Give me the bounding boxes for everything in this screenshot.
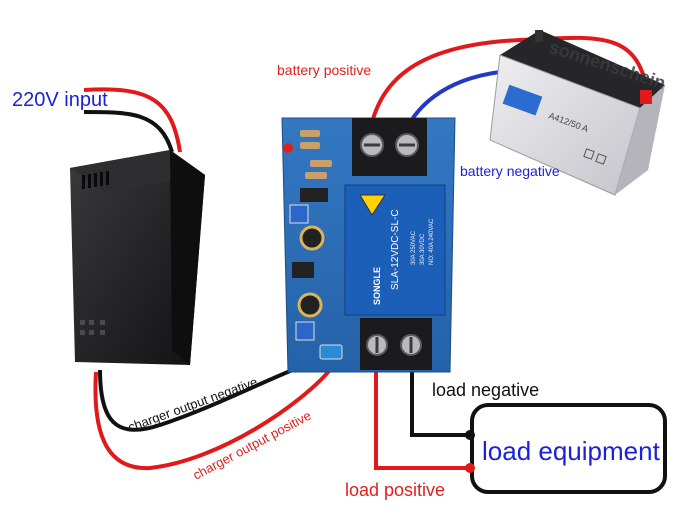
relay: SLA-12VDC-SL-C 30A 250VAC 30A 30VDC NO: … bbox=[344, 184, 446, 316]
relay-rating-3: NO: 40A 240VAC bbox=[429, 218, 435, 265]
relay-rating-2: 30A 30VDC bbox=[420, 233, 426, 265]
capacitor-1 bbox=[299, 225, 325, 251]
status-led bbox=[283, 143, 293, 153]
charger-adapter bbox=[70, 150, 205, 365]
label-load-negative: load negative bbox=[432, 380, 539, 400]
load-terminal-block bbox=[360, 318, 432, 370]
battery-warning-icons bbox=[583, 148, 607, 165]
charger-output-negative-wire bbox=[98, 358, 319, 432]
capacitor-2 bbox=[297, 292, 323, 318]
mains-wire-red bbox=[83, 87, 182, 153]
load-equipment-box bbox=[470, 403, 667, 494]
relay-rating-1: 30A 250VAC bbox=[411, 230, 417, 265]
label-220v-input: 220V input bbox=[12, 89, 108, 111]
charger-led-panel bbox=[80, 320, 105, 335]
battery-positive-wire bbox=[368, 35, 650, 131]
label-load-equipment: load equipment bbox=[482, 436, 661, 466]
load-negative-wire bbox=[410, 345, 470, 437]
relay-module-pcb: SLA-12VDC-SL-C 30A 250VAC 30A 30VDC NO: … bbox=[281, 117, 456, 373]
label-battery-negative: battery negative bbox=[460, 163, 560, 179]
load-negative-terminal-dot bbox=[465, 430, 475, 440]
load-positive-wire bbox=[374, 345, 470, 470]
label-charger-output-positive: charger output positive bbox=[190, 408, 313, 483]
relay-brand: SONGLE bbox=[372, 267, 382, 305]
label-battery-positive: battery positive bbox=[277, 62, 371, 78]
mains-wire-black bbox=[83, 110, 174, 153]
load-positive-terminal-dot bbox=[465, 463, 475, 473]
charger-output-positive-wire bbox=[93, 368, 332, 471]
charger-vent-slots bbox=[82, 171, 109, 189]
label-charger-output-negative: charger output negative bbox=[126, 374, 260, 435]
label-load-positive: load positive bbox=[345, 480, 445, 500]
relay-model: SLA-12VDC-SL-C bbox=[390, 209, 401, 290]
battery-terminal-block bbox=[352, 118, 427, 176]
